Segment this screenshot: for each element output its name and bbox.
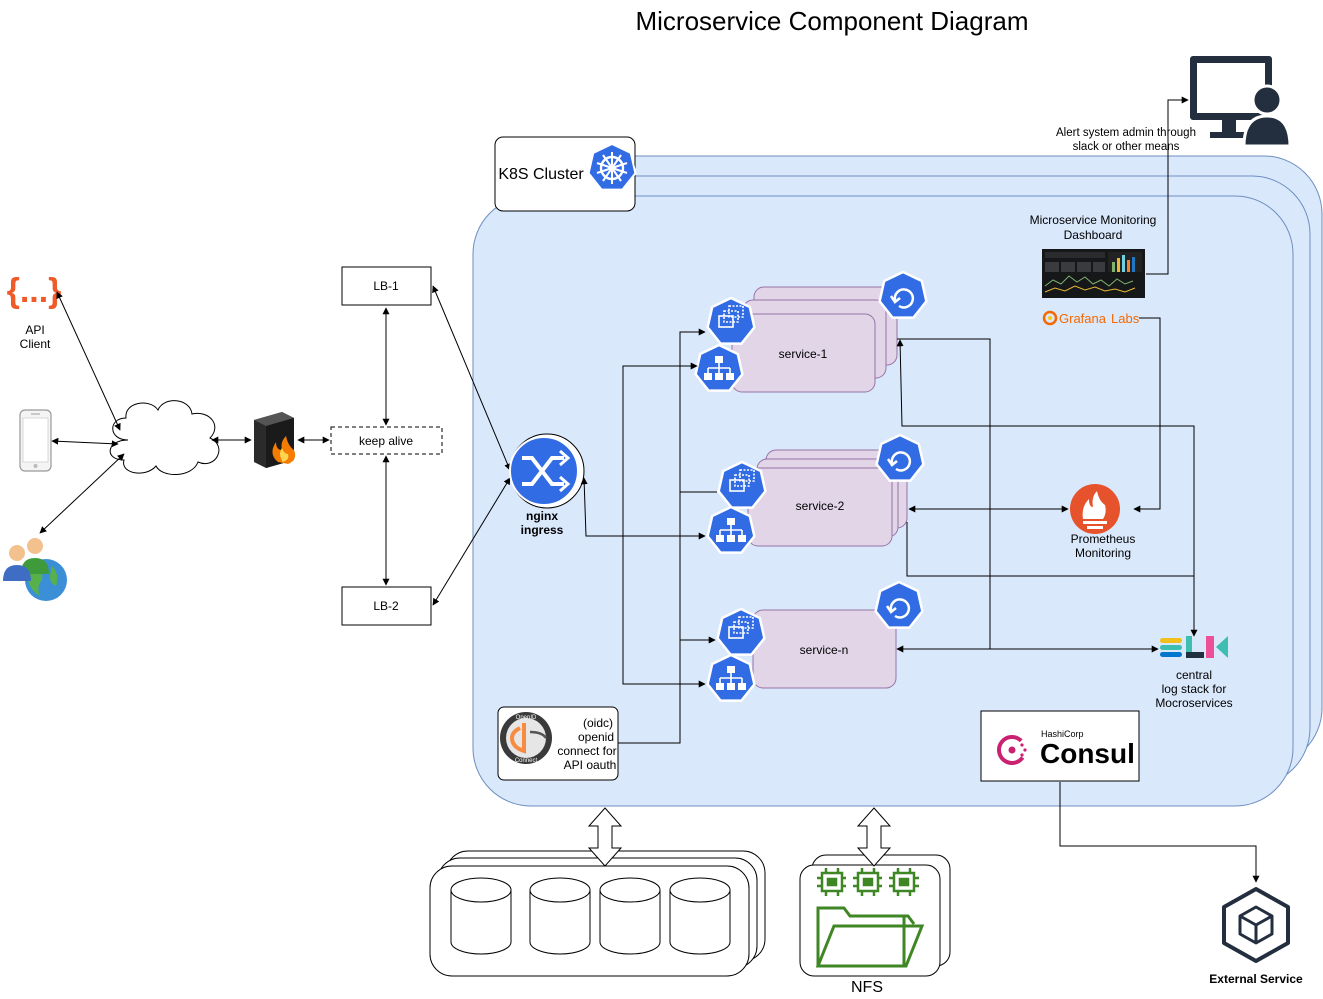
- grafana-word: Grafana: [1059, 311, 1107, 326]
- external-service-label: External Service: [1209, 972, 1303, 986]
- deployment-icon: [717, 460, 767, 509]
- kubernetes-icon: [587, 142, 637, 191]
- elk-log-stack[interactable]: central log stack for Mocroservices: [1155, 636, 1233, 710]
- oidc-box[interactable]: OpenID Connect (oidc) openid connect for…: [497, 706, 619, 781]
- database-icon: [529, 877, 591, 955]
- ingress-label-1: nginx: [526, 509, 558, 523]
- external-service-cube-icon: [1222, 887, 1290, 963]
- deployment-icon: [706, 296, 756, 345]
- service-1-label: service-1: [779, 347, 828, 361]
- api-client-label-1: API: [25, 323, 44, 337]
- dashboard-label-2: Dashboard: [1064, 228, 1123, 242]
- service-n-label: service-n: [800, 643, 849, 657]
- alert-label-2: slack or other means: [1073, 141, 1180, 153]
- nfs-storage[interactable]: NFS: [799, 854, 951, 996]
- prometheus-label-2: Monitoring: [1075, 546, 1131, 560]
- network-service-icon: [706, 653, 756, 702]
- monitoring-connectors: [896, 96, 1260, 883]
- prometheus-icon: [1070, 484, 1120, 534]
- oidc-label-1: (oidc): [583, 716, 613, 730]
- diagram-title: Microservice Component Diagram: [635, 6, 1028, 36]
- service-1-k8s-icons: [694, 270, 928, 392]
- firewall-icon[interactable]: [254, 412, 296, 468]
- nfs-folder-icon: [815, 906, 925, 968]
- storage-double-arrow: [587, 807, 892, 867]
- keep-alive-label: keep alive: [359, 434, 413, 448]
- consul-vendor: HashiCorp: [1041, 729, 1084, 739]
- hpa-icon: [875, 433, 925, 482]
- prometheus-label-1: Prometheus: [1071, 532, 1136, 546]
- web-users-icon[interactable]: [3, 538, 67, 601]
- api-braces-icon: {...}: [7, 272, 62, 310]
- system-admin-icon[interactable]: [1190, 56, 1292, 148]
- network-service-icon: [694, 343, 744, 392]
- lb-2-label: LB-2: [373, 599, 399, 613]
- consul-name: Consul: [1040, 738, 1135, 769]
- monitoring-dashboard[interactable]: Microservice Monitoring Dashboard Grafan…: [1030, 213, 1157, 326]
- dashboard-label-1: Microservice Monitoring: [1030, 213, 1157, 227]
- k8s-cluster-label-box[interactable]: K8S Cluster: [494, 136, 637, 212]
- internet-cloud-icon: [109, 400, 220, 475]
- external-service[interactable]: External Service: [1209, 887, 1303, 986]
- nginx-ingress[interactable]: nginx ingress: [509, 433, 585, 537]
- openid-logo-top: OpenID: [516, 715, 537, 721]
- service-2-k8s-icons: [706, 433, 925, 554]
- mobile-phone-icon[interactable]: [19, 409, 52, 472]
- openid-connect-logo: OpenID Connect: [500, 712, 552, 764]
- consul-logo-icon: [997, 735, 1027, 765]
- service-2[interactable]: service-2: [747, 449, 908, 547]
- routing-connectors: [580, 328, 717, 744]
- lb-1-box[interactable]: LB-1: [341, 266, 432, 306]
- database-icon: [450, 877, 512, 955]
- service-2-label: service-2: [796, 499, 845, 513]
- alert-label-1: Alert system admin through: [1056, 127, 1196, 139]
- oidc-label-4: API oauth: [564, 758, 617, 772]
- elk-label-2: log stack for: [1162, 682, 1227, 696]
- grafana-logo: Grafana Labs: [1042, 310, 1140, 326]
- ingress-label-2: ingress: [521, 523, 564, 537]
- k8s-cluster-label: K8S Cluster: [498, 166, 584, 183]
- elk-label-1: central: [1176, 668, 1212, 682]
- keep-alive-box[interactable]: keep alive: [330, 426, 443, 455]
- service-1[interactable]: service-1: [731, 286, 898, 393]
- network-service-icon: [706, 505, 756, 554]
- elk-label-3: Mocroservices: [1155, 696, 1232, 710]
- deployment-icon: [716, 607, 766, 656]
- left-connectors: [39, 285, 511, 606]
- grafana-labs: Labs: [1111, 311, 1140, 326]
- hpa-icon: [874, 580, 924, 629]
- api-client-label-2: Client: [20, 337, 51, 351]
- database-icon: [669, 877, 731, 955]
- ingress-shuffle-icon: [522, 449, 571, 493]
- consul-box[interactable]: HashiCorp Consul: [980, 710, 1140, 782]
- nfs-chip-icon: [817, 868, 919, 896]
- lb-1-label: LB-1: [373, 279, 399, 293]
- oidc-label-3: connect for: [557, 744, 616, 758]
- dashboard-screenshot-icon: [1042, 249, 1145, 298]
- alert-label: Alert system admin through slack or othe…: [1056, 127, 1196, 153]
- prometheus-monitoring[interactable]: Prometheus Monitoring: [1070, 484, 1135, 560]
- svg-text:{...}: {...}: [7, 272, 62, 310]
- elk-logo-icon: [1160, 636, 1228, 658]
- hpa-icon: [878, 270, 928, 319]
- database-storage[interactable]: [429, 850, 766, 977]
- lb-2-box[interactable]: LB-2: [341, 586, 432, 626]
- openid-logo-bottom: Connect: [515, 758, 538, 764]
- api-client[interactable]: {...} API Client: [7, 272, 62, 351]
- nfs-label: NFS: [851, 979, 883, 996]
- service-n[interactable]: service-n: [752, 609, 897, 689]
- oidc-label-2: openid: [578, 730, 614, 744]
- database-icon: [599, 877, 661, 955]
